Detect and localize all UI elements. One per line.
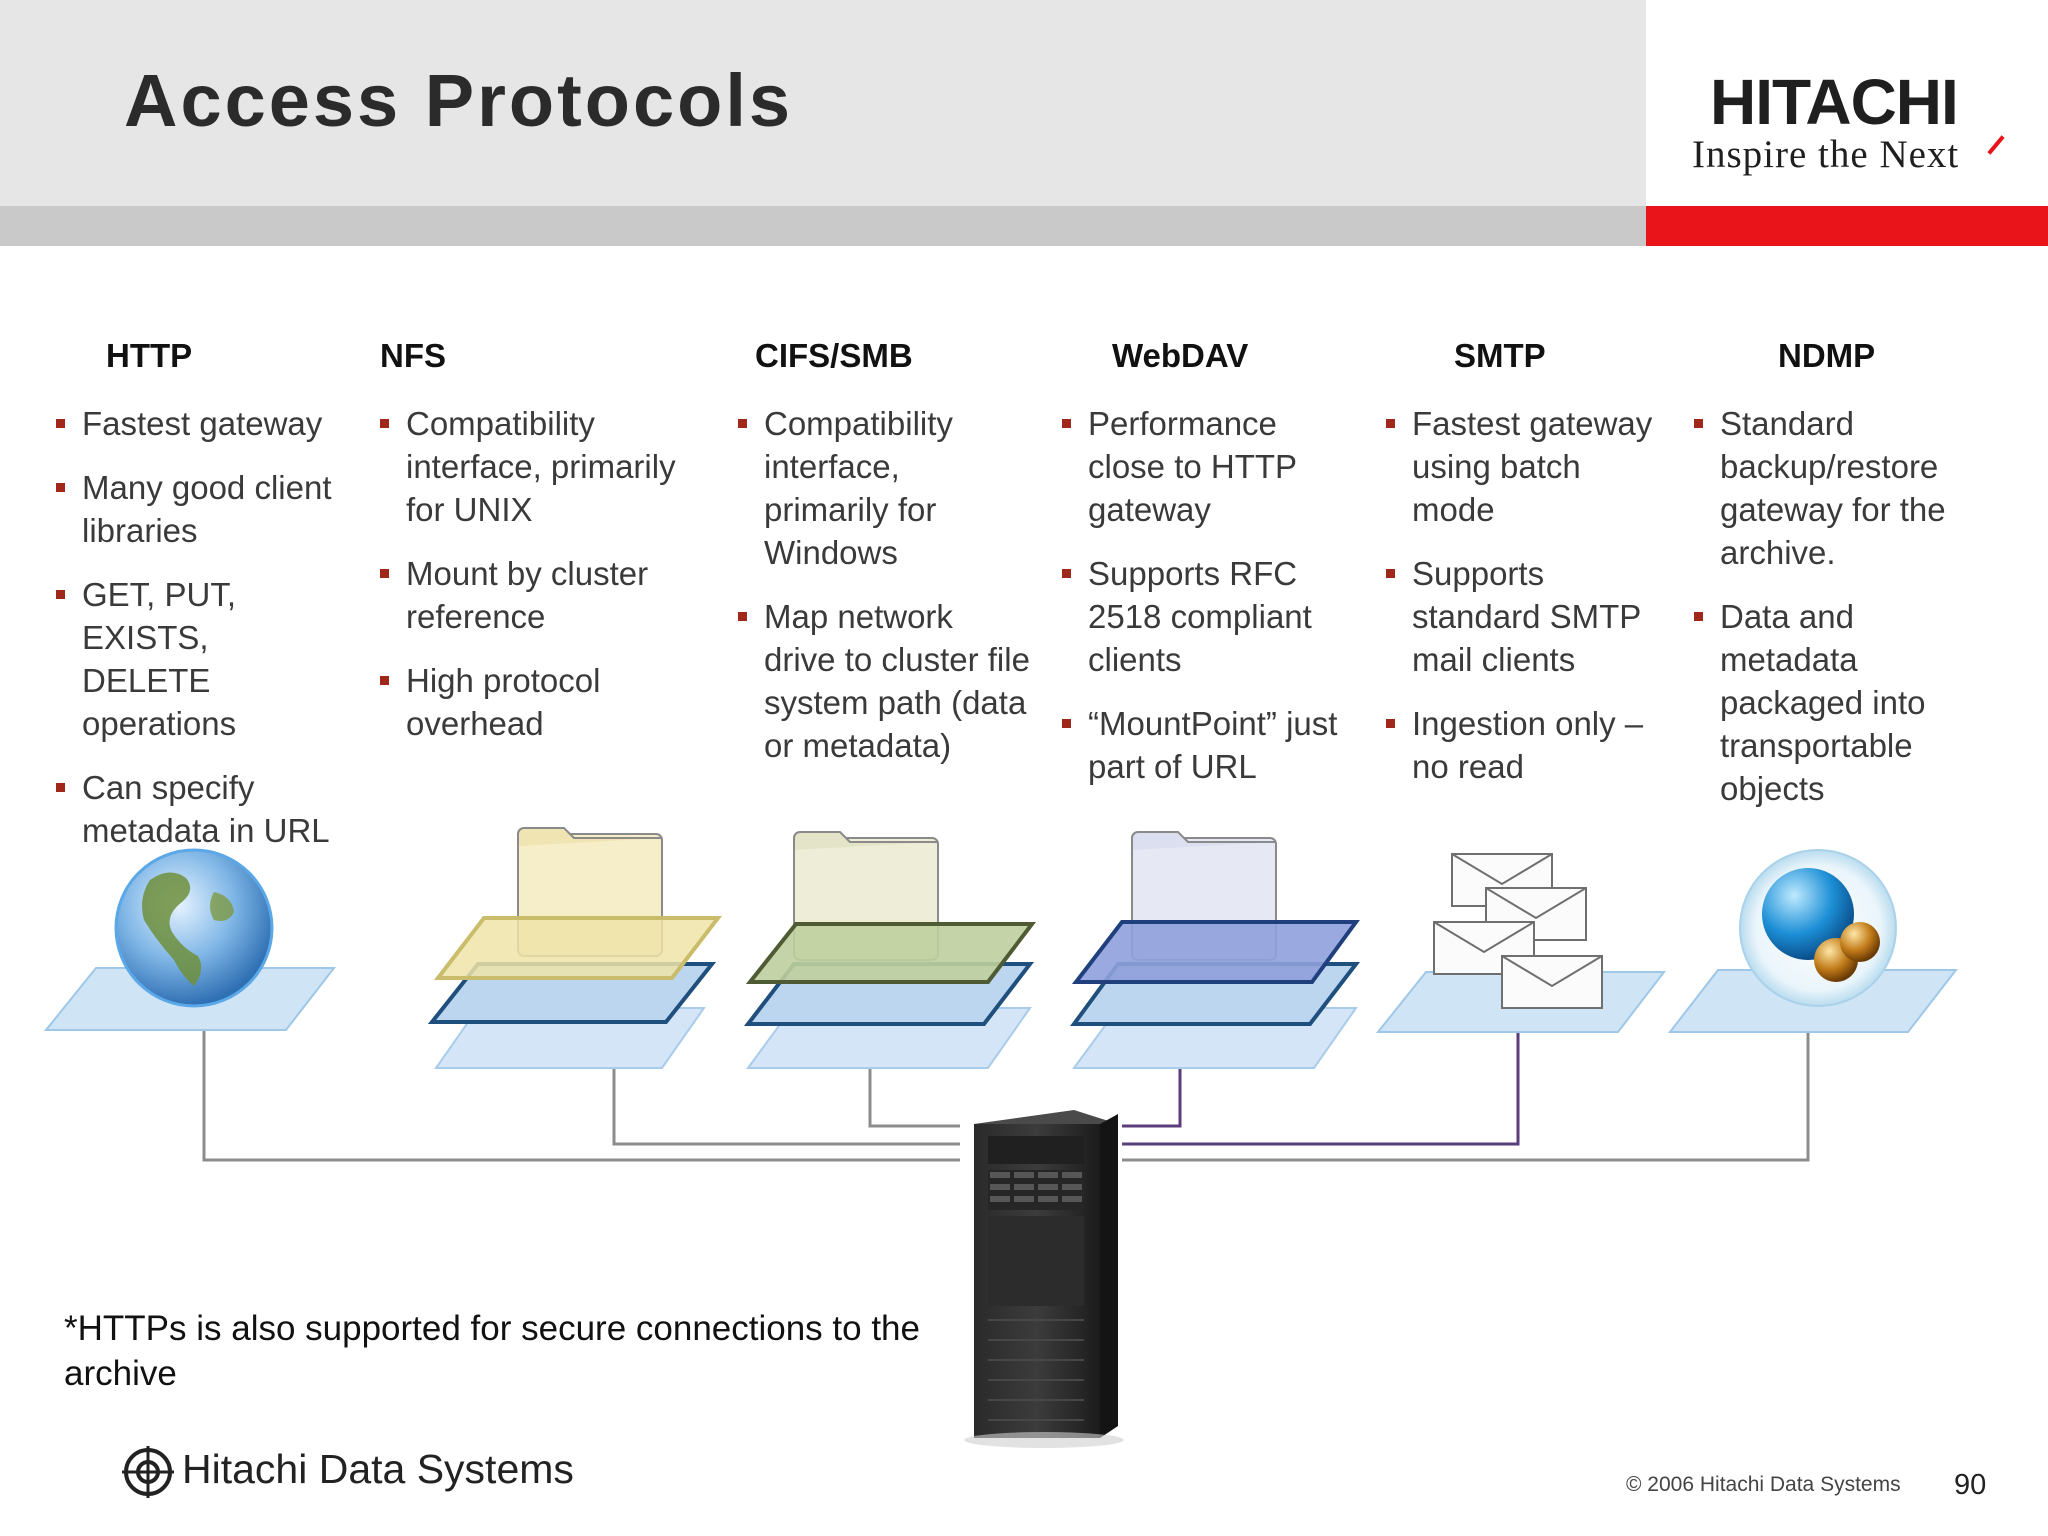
footnote: *HTTPs is also supported for secure conn…	[64, 1309, 920, 1393]
bullet-text: Data and metadata packaged into transpor…	[1720, 598, 1926, 807]
bullet-item: “MountPoint” just part of URL	[1062, 702, 1352, 788]
bullet-text: High protocol overhead	[406, 662, 601, 742]
header-band	[0, 0, 1646, 206]
bullet-text: Many good client libraries	[82, 469, 332, 549]
protocol-name: NFS	[380, 337, 446, 374]
bullet-text: Fastest gateway using batch mode	[1412, 405, 1653, 528]
connector-smtp	[1122, 1010, 1520, 1146]
protocol-name: WebDAV	[1112, 337, 1249, 374]
bullet-text: Map network drive to cluster file system…	[764, 598, 1030, 764]
protocol-column-smtp: SMTP Fastest gateway using batch mode Su…	[1386, 336, 1662, 809]
bullet-item: Ingestion only – no read	[1386, 702, 1662, 788]
protocol-column-http: HTTP Fastest gateway Many good client li…	[56, 336, 346, 873]
bullet-list: Compatibility interface, primarily for W…	[738, 402, 1030, 767]
bullet-list: Standard backup/restore gateway for the …	[1694, 402, 1984, 810]
connector-nfs	[612, 1040, 960, 1146]
backup-orb-icon	[1667, 849, 1959, 1033]
bullet-text: Fastest gateway	[82, 405, 323, 442]
bullet-item: High protocol overhead	[380, 659, 700, 745]
protocol-column-nfs: NFS Compatibility interface, primarily f…	[380, 336, 700, 766]
logo-wordmark: HITACHI	[1710, 66, 1959, 138]
protocol-column-cifs-smb: CIFS/SMB Compatibility interface, primar…	[738, 336, 1030, 788]
hitachi-data-systems-logo: Hitachi Data Systems	[120, 1444, 640, 1500]
protocol-name: HTTP	[106, 337, 193, 374]
bullet-text: Can specify metadata in URL	[82, 769, 330, 849]
protocol-name: CIFS/SMB	[755, 337, 913, 374]
header-rule	[0, 206, 1646, 246]
bullet-text: Standard backup/restore gateway for the …	[1720, 405, 1946, 571]
connector-ndmp	[1122, 1010, 1810, 1162]
red-accent-rule	[1646, 206, 2048, 246]
logo-tagline: Inspire the Next	[1692, 133, 1960, 176]
connector-http	[202, 1010, 960, 1162]
envelopes-icon	[1375, 853, 1667, 1033]
bullet-item: Fastest gateway using batch mode	[1386, 402, 1662, 531]
protocol-name: NDMP	[1778, 337, 1876, 374]
bullet-item: Map network drive to cluster file system…	[738, 595, 1030, 767]
page-number: 90	[1954, 1469, 1987, 1501]
bullet-text: Compatibility interface, primarily for W…	[764, 405, 953, 571]
hds-emblem-icon	[122, 1446, 174, 1498]
bullet-text: Ingestion only – no read	[1412, 705, 1644, 785]
bullet-item: Standard backup/restore gateway for the …	[1694, 402, 1984, 574]
bullet-item: Mount by cluster reference	[380, 552, 700, 638]
hitachi-logo: HITACHI Inspire the Next	[1660, 70, 2034, 180]
bullet-text: Performance close to HTTP gateway	[1088, 405, 1297, 528]
folder-layers-icon	[427, 827, 723, 1069]
bullet-item: GET, PUT, EXISTS, DELETE operations	[56, 573, 346, 745]
bullet-item: Supports RFC 2518 compliant clients	[1062, 552, 1352, 681]
bullet-item: Compatibility interface, primarily for W…	[738, 402, 1030, 574]
bullet-item: Can specify metadata in URL	[56, 766, 346, 852]
copyright: © 2006 Hitachi Data Systems	[1626, 1473, 1901, 1496]
bullet-item: Data and metadata packaged into transpor…	[1694, 595, 1984, 810]
bullet-text: Supports RFC 2518 compliant clients	[1088, 555, 1312, 678]
bullet-list: Performance close to HTTP gateway Suppor…	[1062, 402, 1352, 788]
bullet-text: Compatibility interface, primarily for U…	[406, 405, 676, 528]
globe-icon	[43, 848, 337, 1031]
folder-layers-icon	[743, 831, 1037, 1069]
bullet-item: Compatibility interface, primarily for U…	[380, 402, 700, 531]
bullet-list: Compatibility interface, primarily for U…	[380, 402, 700, 745]
bullet-list: Fastest gateway using batch mode Support…	[1386, 402, 1662, 788]
slide-title: Access Protocols	[124, 59, 794, 142]
bullet-text: GET, PUT, EXISTS, DELETE operations	[82, 576, 237, 742]
bullet-text: Supports standard SMTP mail clients	[1412, 555, 1641, 678]
bullet-text: Mount by cluster reference	[406, 555, 649, 635]
storage-server-rack	[964, 1110, 1124, 1448]
protocol-column-webdav: WebDAV Performance close to HTTP gateway…	[1062, 336, 1352, 809]
bullet-text: “MountPoint” just part of URL	[1088, 705, 1338, 785]
bullet-item: Many good client libraries	[56, 466, 346, 552]
bullet-list: Fastest gateway Many good client librari…	[56, 402, 346, 852]
footer-brand: Hitachi Data Systems	[182, 1446, 574, 1492]
bullet-item: Fastest gateway	[56, 402, 346, 445]
bullet-item: Supports standard SMTP mail clients	[1386, 552, 1662, 681]
folder-layers-icon	[1070, 831, 1361, 1069]
protocol-column-ndmp: NDMP Standard backup/restore gateway for…	[1694, 336, 1984, 831]
protocol-name: SMTP	[1454, 337, 1546, 374]
bullet-item: Performance close to HTTP gateway	[1062, 402, 1352, 531]
